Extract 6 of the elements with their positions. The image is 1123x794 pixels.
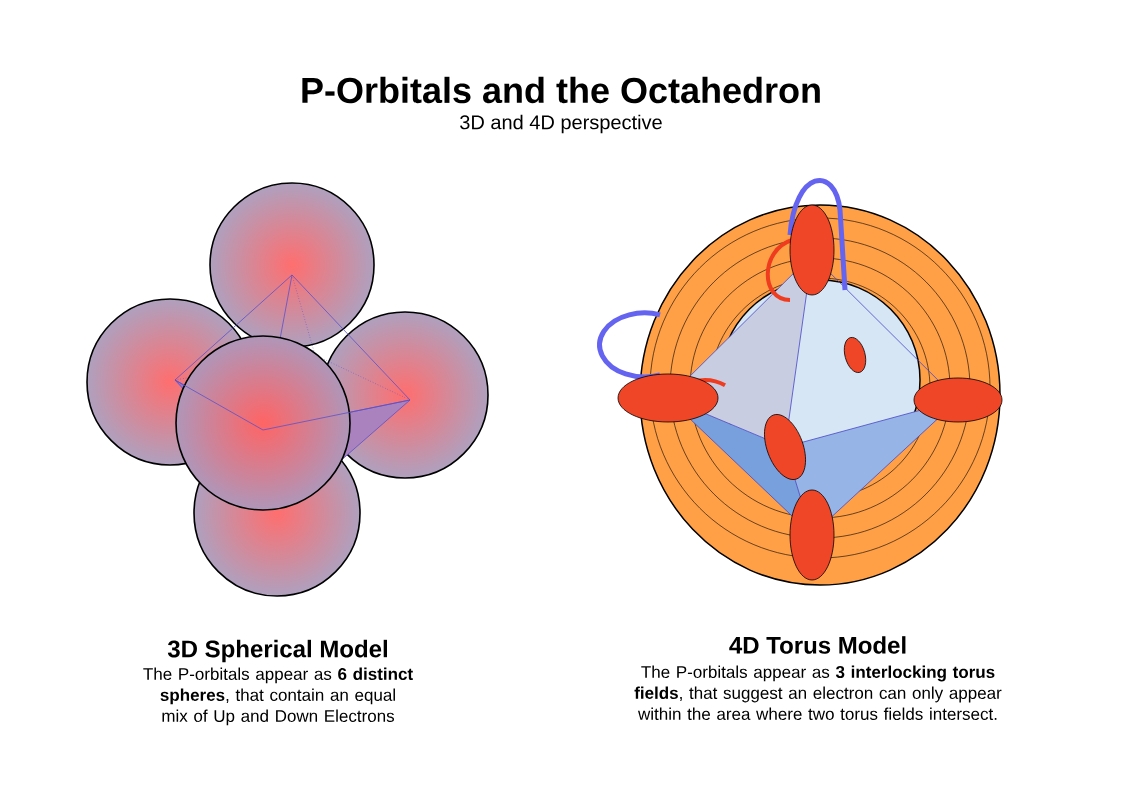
description: The P-orbitals appear as 3 interlocking torus fields, that suggest an electron can only appear within the area where two torus fields intersect. <box>634 665 1002 720</box>
title: P-Orbitals and the Octahedron <box>302 76 820 104</box>
heading: 3D Spherical Model <box>167 639 387 663</box>
subtitle: 3D and 4D perspective <box>460 114 662 134</box>
description: The P-orbitals appear as 6 distinct spheres, that contain an equal mix of Up and Down Electrons <box>143 667 413 726</box>
heading: 4D Torus Model <box>729 636 906 654</box>
